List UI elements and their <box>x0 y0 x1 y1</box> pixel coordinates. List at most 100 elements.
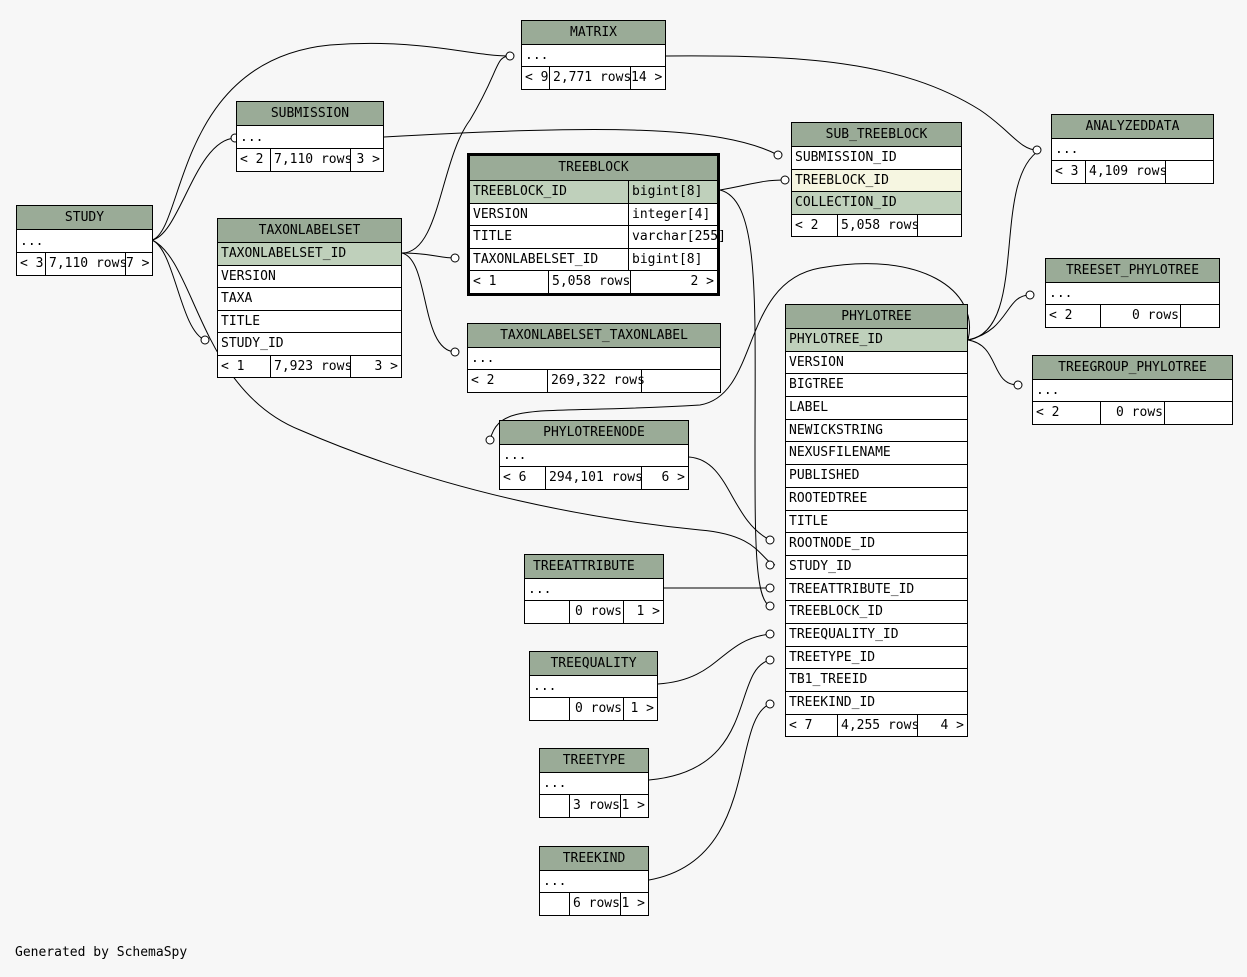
table-title: STUDY <box>17 206 152 230</box>
table-footer: < 9 2,771 rows 14 > <box>522 67 665 89</box>
table-taxonlabelset-taxonlabel[interactable]: TAXONLABELSET_TAXONLABEL ... < 2 269,322… <box>467 323 721 393</box>
table-treegroup-phylotree[interactable]: TREEGROUP_PHYLOTREE ... < 2 0 rows <box>1032 355 1233 425</box>
children-count[interactable]: 1 > <box>620 795 648 817</box>
relationship-line <box>648 703 771 881</box>
parents-count[interactable] <box>540 795 569 817</box>
table-footer: < 3 4,109 rows <box>1052 161 1213 183</box>
table-submission[interactable]: SUBMISSION ... < 2 7,110 rows 3 > <box>236 101 384 172</box>
column-row: ROOTEDTREE <box>786 488 967 511</box>
table-treequality[interactable]: TREEQUALITY ... 0 rows 1 > <box>529 651 658 721</box>
table-treetype[interactable]: TREETYPE ... 3 rows 1 > <box>539 748 649 818</box>
optional-marker <box>1025 290 1035 300</box>
column-row: ... <box>1052 139 1213 161</box>
column-row: TB1_TREEID <box>786 669 967 692</box>
children-count[interactable]: 1 > <box>620 893 648 915</box>
relationship-line <box>967 149 1041 341</box>
table-footer: < 3 7,110 rows 7 > <box>17 253 152 275</box>
table-sub-treeblock[interactable]: SUB_TREEBLOCK SUBMISSION_ID TREEBLOCK_ID… <box>791 122 962 237</box>
parents-count[interactable] <box>525 601 569 623</box>
children-count[interactable]: 2 > <box>630 271 717 293</box>
row-count: 0 rows <box>1100 305 1182 327</box>
table-title: MATRIX <box>522 21 665 45</box>
parents-count[interactable]: < 1 <box>473 274 497 289</box>
parents-count[interactable]: < 6 <box>503 470 527 485</box>
children-count[interactable] <box>1165 161 1213 183</box>
column-type: bigint[8] <box>628 181 717 203</box>
relationship-line <box>151 239 776 566</box>
parents-count[interactable]: < 2 <box>795 217 819 233</box>
children-count[interactable]: 14 > <box>630 67 665 89</box>
optional-marker <box>765 560 775 570</box>
row-count: 3 rows <box>569 795 622 817</box>
children-count[interactable] <box>1164 402 1232 424</box>
column-row: LABEL <box>786 397 967 420</box>
table-phylotree[interactable]: PHYLOTREE PHYLOTREE_ID VERSION BIGTREE L… <box>785 304 968 737</box>
relationship-line <box>401 252 456 353</box>
children-count[interactable]: 4 > <box>917 714 967 737</box>
column-row: TREEBLOCK_ID <box>792 169 961 192</box>
column-row: ... <box>500 445 688 467</box>
table-treekind[interactable]: TREEKIND ... 6 rows 1 > <box>539 846 649 916</box>
relationship-line <box>657 633 771 685</box>
parents-count[interactable]: < 3 <box>20 256 44 271</box>
children-count[interactable] <box>917 214 961 237</box>
table-matrix[interactable]: MATRIX ... < 9 2,771 rows 14 > <box>521 20 666 90</box>
table-phylotreenode[interactable]: PHYLOTREENODE ... < 6 294,101 rows 6 > <box>499 420 689 490</box>
table-analyzeddata[interactable]: ANALYZEDDATA ... < 3 4,109 rows <box>1051 114 1214 184</box>
table-treeblock[interactable]: TREEBLOCK TREEBLOCK_ID bigint[8] VERSION… <box>467 153 726 296</box>
parents-count[interactable] <box>540 893 569 915</box>
column-row: ... <box>540 773 648 795</box>
table-treeattribute[interactable]: TREEATTRIBUTE ... 0 rows 1 > <box>524 554 664 624</box>
table-taxonlabelset[interactable]: TAXONLABELSET TAXONLABELSET_ID VERSION T… <box>217 218 402 378</box>
table-treeset-phylotree[interactable]: TREESET_PHYLOTREE ... < 2 0 rows <box>1045 258 1220 328</box>
parents-count[interactable] <box>530 698 569 720</box>
table-title: TREEATTRIBUTE <box>525 555 663 579</box>
parents-count[interactable]: < 1 <box>221 358 245 374</box>
children-count[interactable] <box>641 370 720 392</box>
parents-count[interactable]: < 2 <box>1049 308 1073 323</box>
optional-marker <box>450 253 460 263</box>
parents-count[interactable]: < 2 <box>240 152 264 167</box>
table-study[interactable]: STUDY ... < 3 7,110 rows 7 > <box>16 205 153 276</box>
table-footer: < 2 5,058 rows <box>792 214 961 237</box>
row-count: 294,101 rows <box>545 467 643 489</box>
table-title: TREETYPE <box>540 749 648 773</box>
relationship-line <box>719 189 771 607</box>
optional-marker <box>765 535 775 545</box>
relationship-line <box>401 252 456 259</box>
column-row: PUBLISHED <box>786 465 967 488</box>
parents-count[interactable]: < 2 <box>471 373 495 388</box>
optional-marker <box>200 335 210 345</box>
optional-marker <box>765 629 775 639</box>
table-title: TREEQUALITY <box>530 652 657 676</box>
column-row: ... <box>1033 380 1232 402</box>
table-title: TAXONLABELSET_TAXONLABEL <box>468 324 720 348</box>
column-type: varchar[255] <box>628 226 726 248</box>
children-count[interactable]: 1 > <box>623 698 657 720</box>
relationship-line <box>967 339 1019 386</box>
parents-count[interactable]: < 3 <box>1055 164 1079 179</box>
relationship-line <box>648 659 771 781</box>
column-row: TREEATTRIBUTE_ID <box>786 579 967 602</box>
relationship-line <box>967 294 1031 341</box>
relationship-line <box>151 239 206 341</box>
column-row: VERSION <box>786 352 967 375</box>
column-row: BIGTREE <box>786 374 967 398</box>
parents-count[interactable]: < 9 <box>525 70 549 85</box>
column-name: TAXONLABELSET_ID <box>473 251 599 267</box>
parents-count[interactable]: < 7 <box>789 717 813 733</box>
optional-marker <box>773 150 783 160</box>
children-count[interactable]: 7 > <box>125 253 152 275</box>
children-count[interactable] <box>1180 305 1219 327</box>
children-count[interactable]: 1 > <box>623 601 663 623</box>
column-row: ... <box>468 348 720 370</box>
row-count: 5,058 rows <box>837 214 919 237</box>
row-count: 7,110 rows <box>45 253 127 275</box>
column-row: NEWICKSTRING <box>786 420 967 443</box>
children-count[interactable]: 3 > <box>350 149 383 171</box>
parents-count[interactable]: < 2 <box>1036 405 1060 420</box>
column-row: TITLE varchar[255] <box>470 226 726 249</box>
children-count[interactable]: 6 > <box>641 467 688 489</box>
row-count: 6 rows <box>569 893 622 915</box>
children-count[interactable]: 3 > <box>350 355 401 378</box>
